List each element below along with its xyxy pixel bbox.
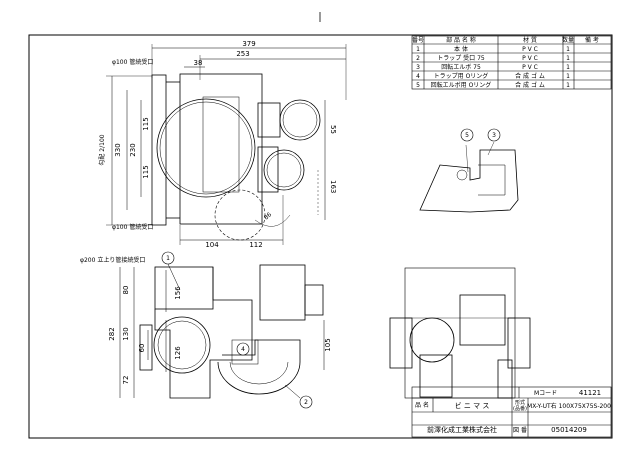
parts-table-text: 番号 部 品 名 称 材 質 数量 備 考 1 本 体 P V C 1 2 トラ… [412, 36, 599, 89]
title-block [411, 386, 612, 438]
dim-55: 55 [329, 125, 337, 134]
dim-163: 163 [329, 180, 337, 193]
table-row-no: 4 [416, 73, 420, 80]
callout-5 [460, 128, 474, 142]
table-header-no: 番号 [412, 37, 424, 44]
table-row-qty: 1 [566, 82, 570, 89]
dim-38: 38 [194, 59, 203, 67]
table-header-name: 部 品 名 称 [446, 36, 476, 44]
callout-5-label: 5 [465, 132, 469, 139]
name-value: ビ ニ マ ス [455, 401, 490, 410]
drawing-no-value: 05014209 [551, 426, 587, 434]
dim-105: 105 [324, 338, 332, 351]
table-row-no: 3 [416, 64, 420, 71]
callout-1-label: 1 [166, 255, 170, 262]
dim-115-upper: 115 [142, 117, 150, 130]
table-header-material: 材 質 [523, 36, 537, 44]
dim-253: 253 [236, 50, 249, 58]
table-header-note: 備 考 [585, 36, 599, 44]
plan-view [106, 44, 347, 245]
callout-2 [299, 395, 313, 409]
front-view-labels: φ200 立上り管接続受口 80 130 72 282 60 156 126 1… [80, 256, 332, 384]
table-row-no: 1 [416, 46, 420, 53]
riser-label: φ200 立上り管接続受口 [80, 256, 145, 264]
callout-2-label: 2 [304, 399, 308, 406]
front-view [119, 264, 325, 399]
table-header-qty: 数量 [562, 36, 574, 44]
dim-72: 72 [122, 376, 130, 385]
dim-112: 112 [249, 241, 262, 249]
table-row-material: P V C [522, 64, 538, 71]
model-value: MX-Y-UT右 100X75X75S-200 [527, 402, 611, 410]
plan-view-labels: 379 253 38 55 163 104 112 330 230 115 11… [98, 40, 337, 249]
isometric-detail [419, 141, 519, 213]
parts-table [411, 35, 612, 90]
table-row-name: 回転エルボ 75 [441, 63, 481, 71]
dim-r86: 86 [263, 211, 273, 221]
company-name: 前澤化成工業株式会社 [427, 425, 497, 434]
table-row-material: P V C [522, 55, 538, 62]
dim-60: 60 [138, 344, 146, 353]
dim-379: 379 [242, 40, 255, 48]
table-row-qty: 1 [566, 73, 570, 80]
dim-115-lower: 115 [142, 165, 150, 178]
table-row-qty: 1 [566, 64, 570, 71]
table-row-name: トラップ 受口 75 [437, 54, 485, 62]
mcode-value: 41121 [579, 389, 601, 397]
title-block-text: Mコード 41121 品 名 ビ ニ マ ス 形式 (品番) MX-Y-UT右 … [415, 389, 611, 434]
dim-80: 80 [122, 286, 130, 295]
dim-230: 230 [129, 143, 137, 156]
table-row-name: トラップ用 Oリング [434, 72, 489, 80]
table-row-name: 回転エルボ用 Oリング [431, 81, 492, 89]
slope-label: 勾配 2/100 [98, 134, 106, 165]
table-row-name: 本 体 [454, 45, 468, 53]
name-label: 品 名 [415, 401, 429, 409]
callout-4 [236, 342, 250, 356]
model-label: 形式 [515, 399, 525, 406]
table-row-material: 合 成 ゴ ム [515, 81, 545, 89]
dim-282: 282 [108, 327, 116, 340]
table-row-no: 5 [416, 82, 420, 89]
table-row-qty: 1 [566, 46, 570, 53]
callout-3 [487, 128, 501, 142]
inlet-top-label: φ100 管続受口 [112, 58, 153, 66]
dim-156: 156 [174, 286, 182, 300]
callout-4-label: 4 [241, 346, 245, 353]
table-row-no: 2 [416, 55, 420, 62]
side-view [389, 267, 531, 399]
dim-104: 104 [205, 241, 219, 249]
model-label-sub: (品番) [513, 405, 527, 412]
drawing-border [28, 34, 613, 439]
table-row-material: P V C [522, 46, 538, 53]
inlet-bottom-label: φ100 管続受口 [112, 223, 153, 231]
table-row-qty: 1 [566, 55, 570, 62]
dim-130: 130 [122, 327, 130, 340]
callout-3-label: 3 [492, 132, 496, 139]
table-row-material: 合 成 ゴ ム [515, 72, 545, 80]
drawing-no-label: 図 番 [513, 427, 527, 434]
dim-126: 126 [174, 346, 182, 360]
callouts: 1 2 3 4 5 [161, 128, 501, 409]
mcode-label: Mコード [534, 390, 557, 397]
dim-330: 330 [114, 143, 122, 156]
